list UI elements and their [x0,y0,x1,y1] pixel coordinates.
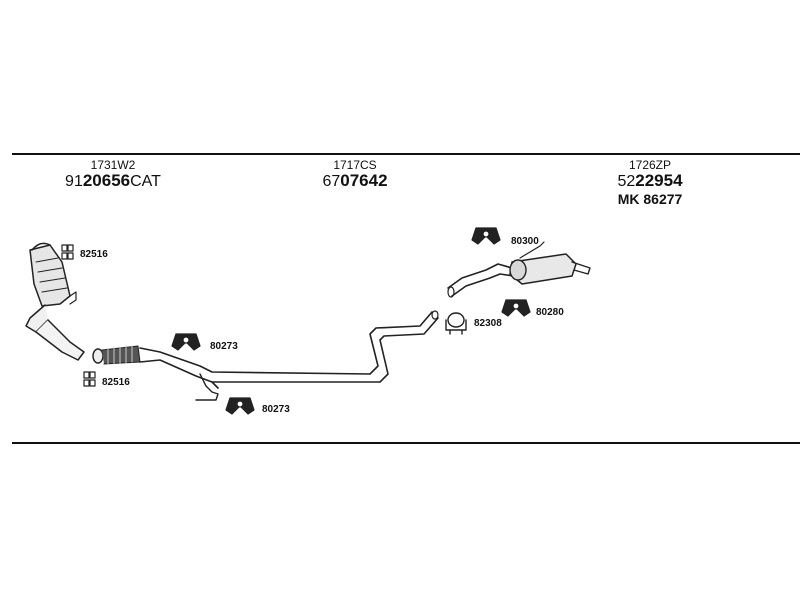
rear-part-number-main: 22954 [635,171,683,190]
front-part-number-suffix: CAT [130,173,161,190]
middle-pipe [139,310,439,401]
front-section-small-code: 1731W2 [90,158,136,172]
front-section-part-number: 9120656CAT [58,172,168,191]
label-hanger-rear-top: 80300 [511,236,539,247]
rear-section-codes: 1726ZP 5222954 MK 86277 [595,158,705,207]
label-hanger-rear-bottom: 80280 [536,307,564,318]
rear-muffler [447,241,591,298]
top-divider-line [12,153,800,155]
flex-pipe [92,345,141,365]
label-hanger-middle-bottom: 80273 [262,404,290,415]
bottom-divider-line [12,442,800,444]
clamp-rear-icon [445,312,467,335]
middle-section-small-code: 1717CS [333,158,377,172]
rear-section-alt-code: MK 86277 [617,191,683,207]
front-part-number-prefix: 91 [65,173,83,190]
rear-section-small-code: 1726ZP [628,158,672,172]
clamp-front-bottom-icon [83,371,96,387]
rubber-hanger-middle-bottom-icon [225,397,255,415]
rear-part-number-prefix: 52 [617,173,636,190]
rubber-hanger-rear-bottom-icon [501,299,531,317]
label-clamp-front-top: 82516 [80,249,108,260]
clamp-front-top-icon [61,244,74,260]
middle-part-number-prefix: 67 [322,173,341,190]
front-section-codes: 1731W2 9120656CAT [58,158,168,191]
catalytic-converter [25,242,85,361]
rear-section-part-number: 5222954 [595,172,705,191]
label-hanger-middle-top: 80273 [210,341,238,352]
rubber-hanger-middle-top-icon [171,333,201,351]
label-clamp-rear: 82308 [474,318,502,329]
middle-part-number-main: 07642 [340,171,388,190]
front-part-number-main: 20656 [82,171,131,190]
middle-section-part-number: 6707642 [300,172,410,191]
middle-section-codes: 1717CS 6707642 [300,158,410,191]
rubber-hanger-rear-top-icon [471,227,501,245]
label-clamp-front-bottom: 82516 [102,377,130,388]
